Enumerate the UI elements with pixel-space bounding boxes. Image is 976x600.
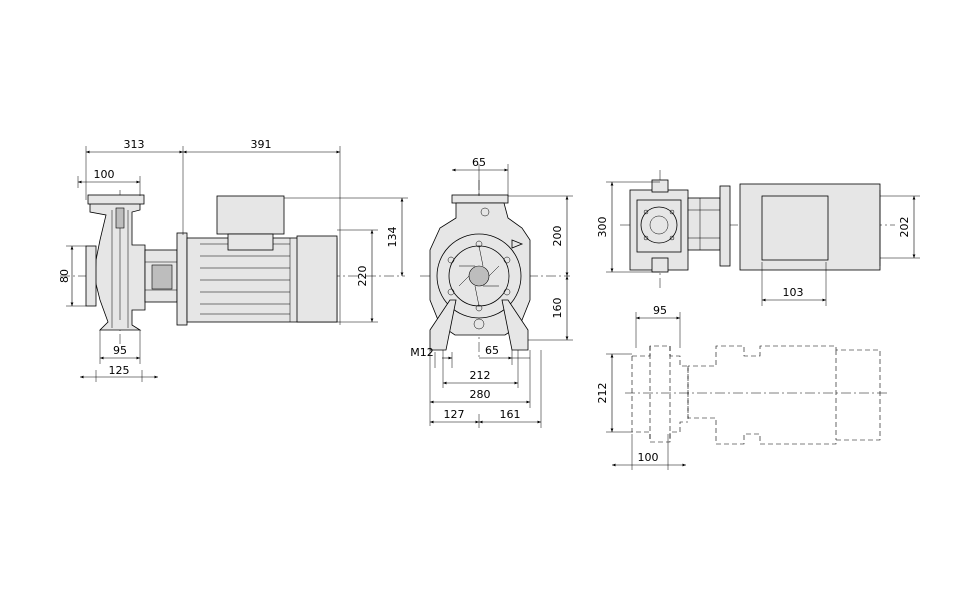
dim-300: 300 [596,217,609,238]
side-view [60,190,405,345]
dim-65-bottom: 65 [485,344,499,357]
dim-220: 220 [356,266,369,287]
dim-200: 200 [551,226,564,247]
dim-103: 103 [783,286,804,299]
dim-127: 127 [444,408,465,421]
front-view [420,180,570,360]
dim-212-front: 212 [470,369,491,382]
dim-100: 100 [94,168,115,181]
dim-125: 125 [109,364,130,377]
dim-313: 313 [124,138,145,151]
dim-202: 202 [898,217,911,238]
side-view-dimensions: 313 391 100 80 95 125 134 220 [58,138,408,382]
dim-65-top: 65 [472,156,486,169]
dim-212-bottom: 212 [596,383,609,404]
dim-80: 80 [58,269,71,283]
top-view-dimensions: 300 202 103 [596,181,920,306]
dim-161: 161 [500,408,521,421]
front-view-dimensions: 65 200 160 M12 65 212 280 127 161 [410,156,573,428]
dim-m12: M12 [410,346,434,359]
dim-391: 391 [251,138,272,151]
bottom-view [625,345,890,445]
dim-100-bottom: 100 [638,451,659,464]
dim-160: 160 [551,298,564,319]
dim-95-bottom: 95 [653,304,667,317]
dim-134: 134 [386,227,399,248]
dim-95-side: 95 [113,344,127,357]
top-view [620,170,895,290]
bottom-view-dimensions: 95 212 100 [596,304,686,470]
dim-280: 280 [470,388,491,401]
